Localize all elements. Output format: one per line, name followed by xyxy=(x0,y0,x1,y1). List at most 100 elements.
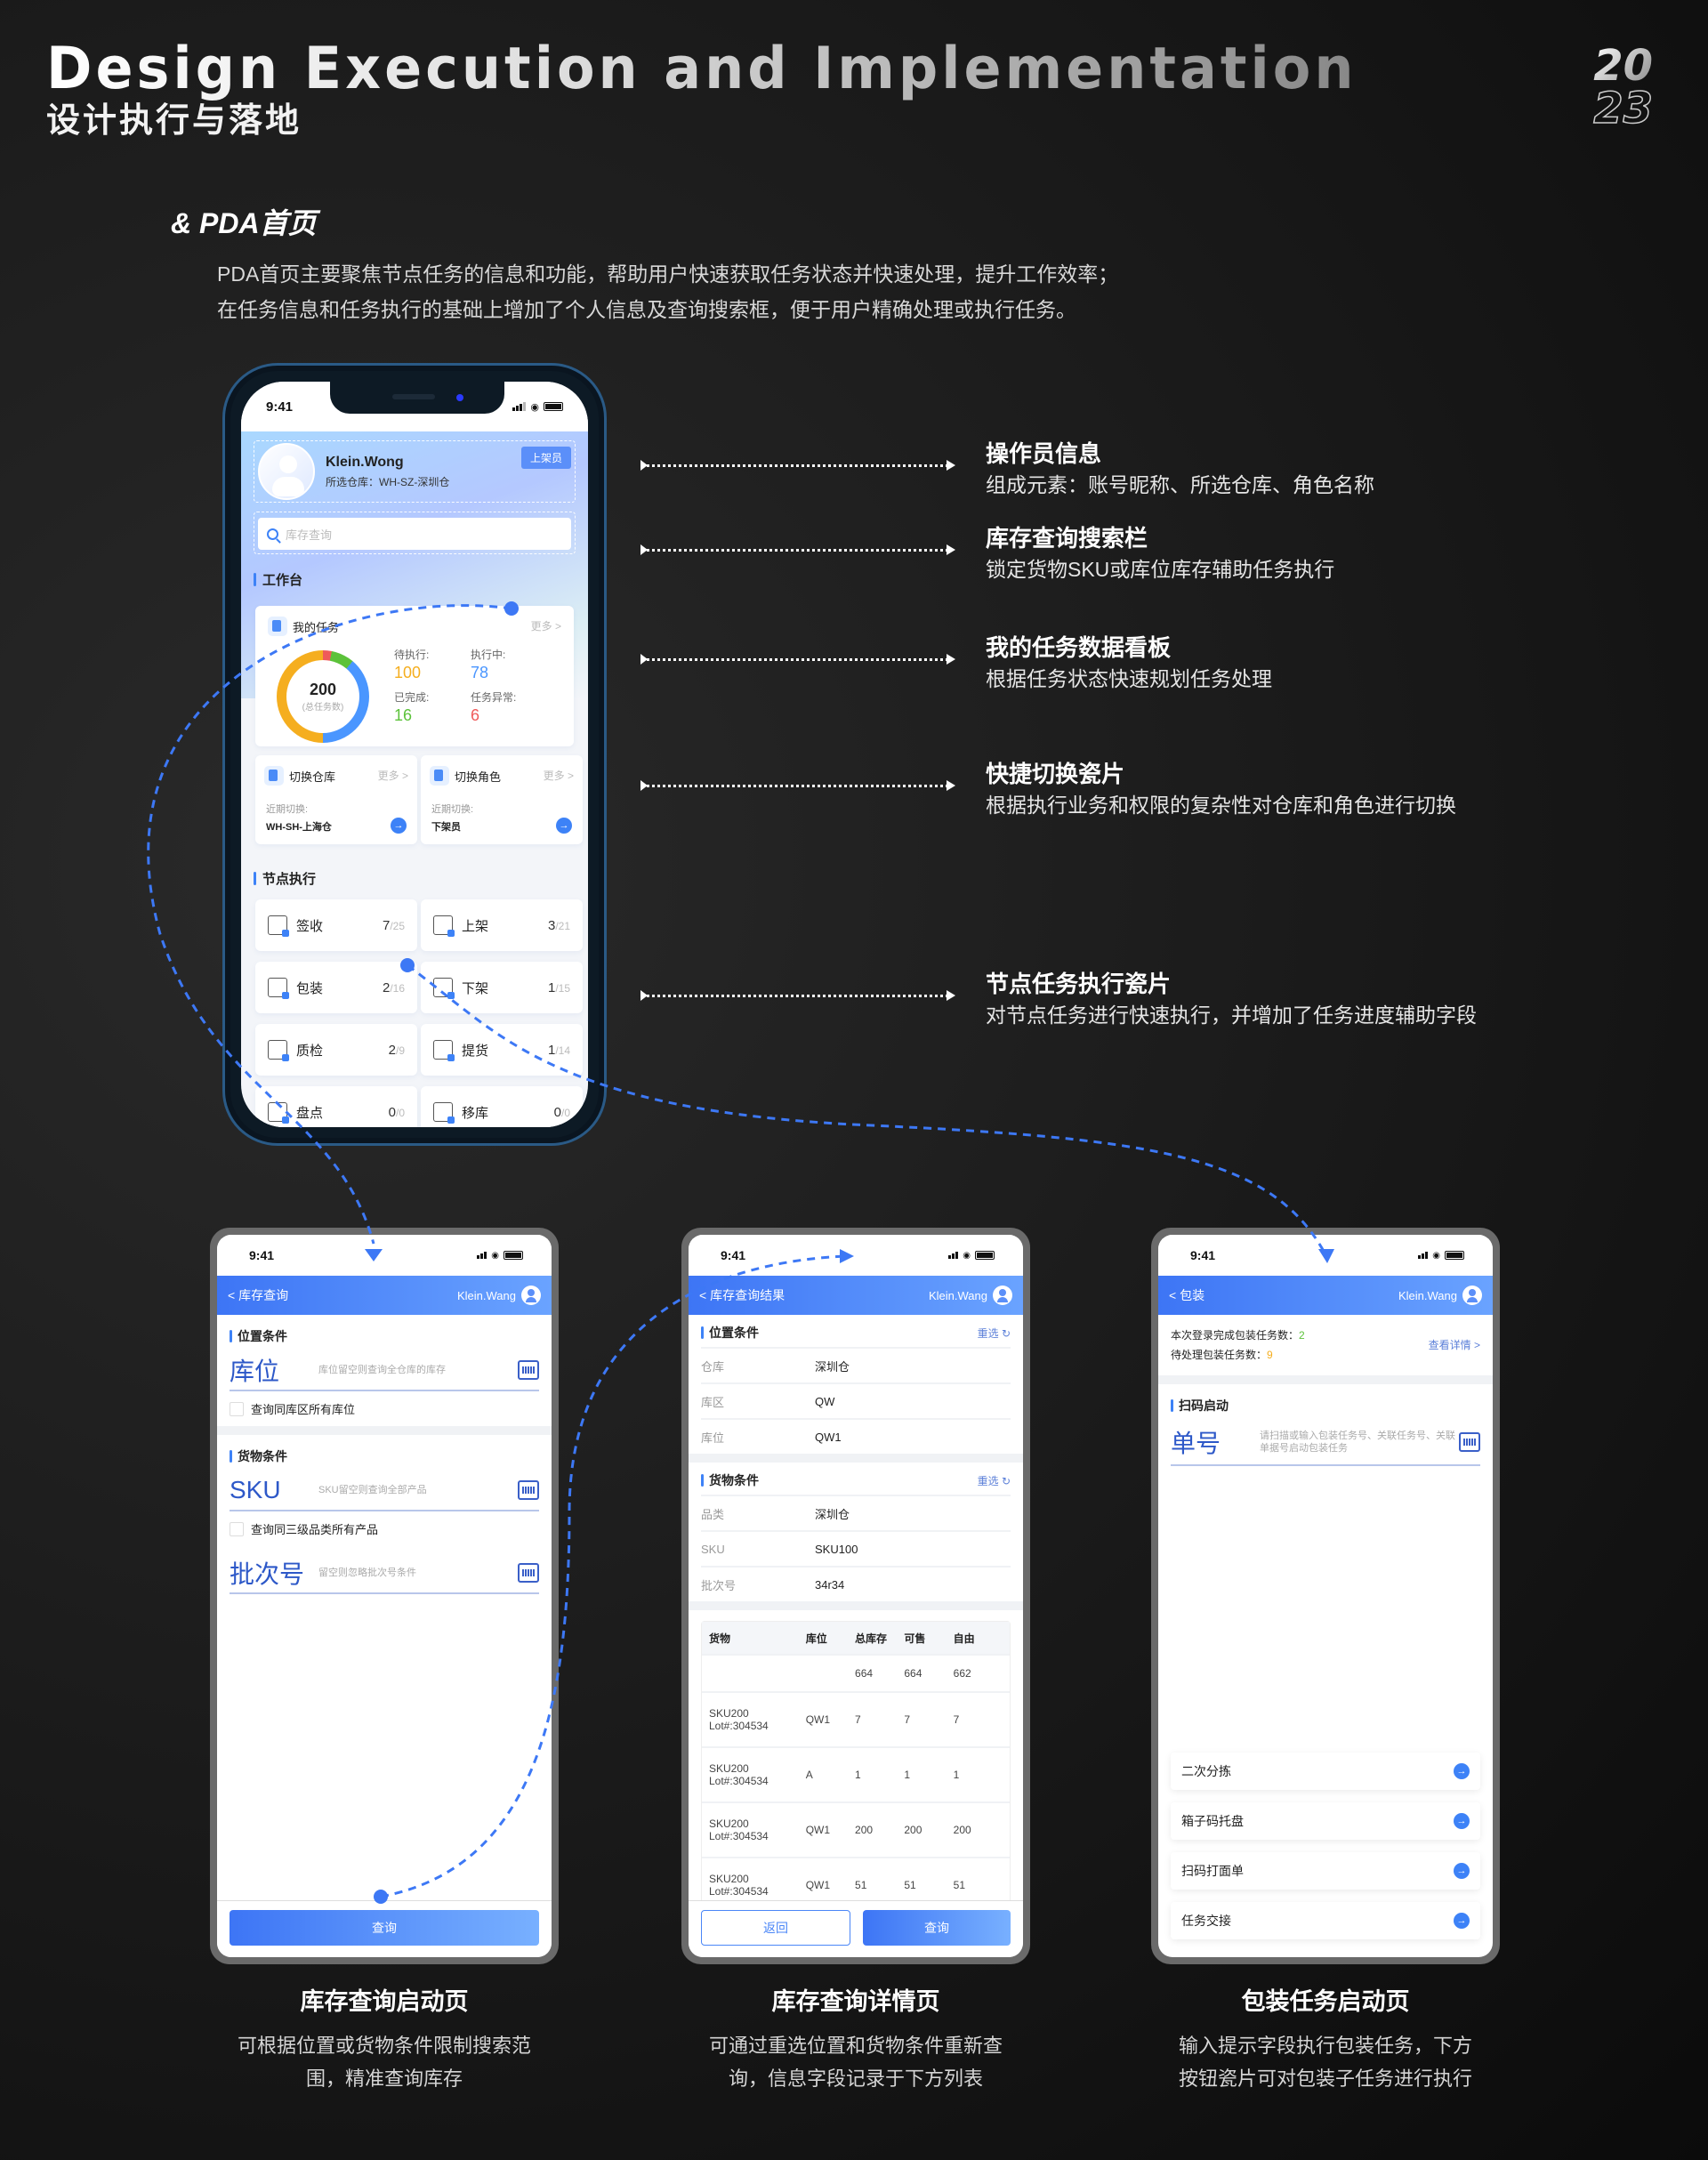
barcode-scan-icon[interactable] xyxy=(518,1563,539,1583)
my-tasks-card[interactable]: 我的任务 更多 > 200(总任务数) 待执行:100 执行中:78 已完成:1… xyxy=(255,606,574,746)
role-badge[interactable]: 上架员 xyxy=(520,447,571,469)
caption-query: 库存查询启动页可根据位置或货物条件限制搜索范围，精准查询库存 xyxy=(237,1988,531,2090)
reset-goods-button[interactable]: 重选 ↻ xyxy=(977,1474,1011,1487)
wifi-icon: ◉ xyxy=(963,1250,971,1261)
location-placeholder: 库位留空则查询全仓库的库存 xyxy=(318,1365,446,1375)
back-button[interactable]: < 包装 xyxy=(1169,1288,1205,1302)
arrow-right-icon[interactable]: → xyxy=(391,818,407,834)
main-phone-screen: 9:41 ◉ Klein.Wong 所选仓库：WH-SZ-深圳仓 上架员 库存查… xyxy=(241,382,588,1127)
intro-line-2: 在任务信息和任务执行的基础上增加了个人信息及查询搜索框，便于用户精确处理或执行任… xyxy=(217,298,1076,321)
location-section-title: 位置条件 xyxy=(217,1315,552,1350)
wifi-icon: ◉ xyxy=(1432,1250,1440,1261)
cart-icon xyxy=(433,915,455,937)
nav-user: Klein.Wang xyxy=(457,1288,516,1302)
search-input[interactable]: 库存查询 xyxy=(258,518,571,550)
user-name: Klein.Wong xyxy=(326,454,404,470)
switch-warehouse-more[interactable]: 更多 > xyxy=(377,770,408,782)
warehouse-switch-icon xyxy=(264,766,284,786)
status-time: 9:41 xyxy=(266,399,294,415)
switch-warehouse-card[interactable]: 切换仓库 更多 > 近期切换: WH-SH-上海仓 → xyxy=(255,755,417,844)
action-task-handover[interactable]: 任务交接→ xyxy=(1171,1902,1480,1939)
back-button[interactable]: < 库存查询 xyxy=(228,1288,289,1302)
barcode-scan-icon[interactable] xyxy=(1459,1432,1480,1452)
user-icon[interactable] xyxy=(993,1286,1012,1305)
location-field[interactable]: 库位库位留空则查询全仓库的库存 xyxy=(230,1350,539,1391)
user-icon[interactable] xyxy=(521,1286,541,1305)
search-icon xyxy=(267,528,278,540)
query-phone-mockup: 9:41◉ < 库存查询 Klein.Wang 位置条件 库位库位留空则查询全仓库… xyxy=(210,1228,559,1964)
section-intro: PDA首页主要聚焦节点任务的信息和功能，帮助用户快速获取任务状态并快速处理，提升… xyxy=(217,256,1118,327)
view-details-link[interactable]: 查看详情 > xyxy=(1428,1339,1480,1351)
wifi-icon: ◉ xyxy=(491,1250,499,1261)
warehouse-icon xyxy=(433,978,455,999)
stat-error: 任务异常:6 xyxy=(471,691,517,724)
table-header: 货物库位总库存可售自由 xyxy=(702,1622,1010,1656)
task-clipboard-icon xyxy=(268,617,287,636)
total-tasks: 200 xyxy=(309,681,337,698)
clipboard-icon xyxy=(268,915,289,937)
action-box-to-pallet[interactable]: 箱子码托盘→ xyxy=(1171,1802,1480,1840)
arrow-right-icon: → xyxy=(1454,1813,1470,1829)
my-tasks-more-link[interactable]: 更多 > xyxy=(530,620,561,633)
user-icon[interactable] xyxy=(1462,1286,1482,1305)
status-bar: 9:41◉ xyxy=(217,1235,552,1276)
node-exec-title: 节点执行 xyxy=(254,869,316,888)
barcode-scan-icon[interactable] xyxy=(518,1360,539,1380)
arrow-right-icon[interactable]: → xyxy=(556,818,572,834)
list-edit-icon xyxy=(268,1102,289,1124)
operator-info: Klein.Wong 所选仓库：WH-SZ-深圳仓 上架员 xyxy=(254,440,576,503)
order-number-field[interactable]: 单号请扫描或输入包装任务号、关联任务号、关联单据号启动包装任务 xyxy=(1171,1420,1480,1466)
box-icon xyxy=(268,978,289,999)
intro-line-1: PDA首页主要聚焦节点任务的信息和功能，帮助用户快速获取任务状态并快速处理，提升… xyxy=(217,262,1119,286)
same-zone-checkbox[interactable]: 查询同库区所有库位 xyxy=(217,1391,552,1426)
scan-start-title: 扫码启动 xyxy=(1158,1384,1493,1420)
same-category-checkbox[interactable]: 查询同三级品类所有产品 xyxy=(217,1511,552,1546)
action-secondary-sort[interactable]: 二次分拣→ xyxy=(1171,1753,1480,1790)
goods-section-title: 货物条件 xyxy=(217,1435,552,1471)
battery-icon xyxy=(1445,1251,1464,1260)
workbench-title: 工作台 xyxy=(254,570,302,589)
query-button[interactable]: 查询 xyxy=(863,1910,1011,1946)
shield-box-icon xyxy=(268,1040,289,1061)
recent-role: 下架员 xyxy=(431,822,461,833)
barcode-scan-icon[interactable] xyxy=(518,1480,539,1500)
caption-pack: 包装任务启动页输入提示字段执行包装任务，下方按钮瓷片可对包装子任务进行执行 xyxy=(1178,1988,1472,2090)
camera-icon xyxy=(456,394,463,401)
battery-icon xyxy=(544,402,563,411)
batch-field[interactable]: 批次号留空则忽略批次号条件 xyxy=(230,1553,539,1594)
page-title-cn: 设计执行与落地 xyxy=(46,102,302,140)
stat-pending: 待执行:100 xyxy=(394,649,430,681)
query-button[interactable]: 查询 xyxy=(230,1910,539,1946)
caption-result: 库存查询详情页可通过重选位置和货物条件重新查询，信息字段记录于下方列表 xyxy=(708,1988,1003,2090)
switch-role-card[interactable]: 切换角色 更多 > 近期切换: 下架员 → xyxy=(421,755,583,844)
avatar[interactable] xyxy=(258,443,315,500)
search-placeholder: 库存查询 xyxy=(286,528,333,542)
action-scan-print-label[interactable]: 扫码打面单→ xyxy=(1171,1852,1480,1890)
transfer-icon xyxy=(433,1102,455,1124)
phone-notch xyxy=(330,382,504,414)
arrow-right-icon: → xyxy=(1454,1913,1470,1929)
back-button[interactable]: < 库存查询结果 xyxy=(699,1288,786,1302)
arrow-right-icon: → xyxy=(1454,1863,1470,1879)
inventory-search-bar: 库存查询 xyxy=(254,512,576,554)
switch-role-more[interactable]: 更多 > xyxy=(543,770,574,782)
back-button-bottom[interactable]: 返回 xyxy=(701,1910,850,1946)
wifi-icon: ◉ xyxy=(530,401,539,413)
my-tasks-title: 我的任务 xyxy=(293,620,340,634)
reset-location-button[interactable]: 重选 ↻ xyxy=(977,1326,1011,1340)
